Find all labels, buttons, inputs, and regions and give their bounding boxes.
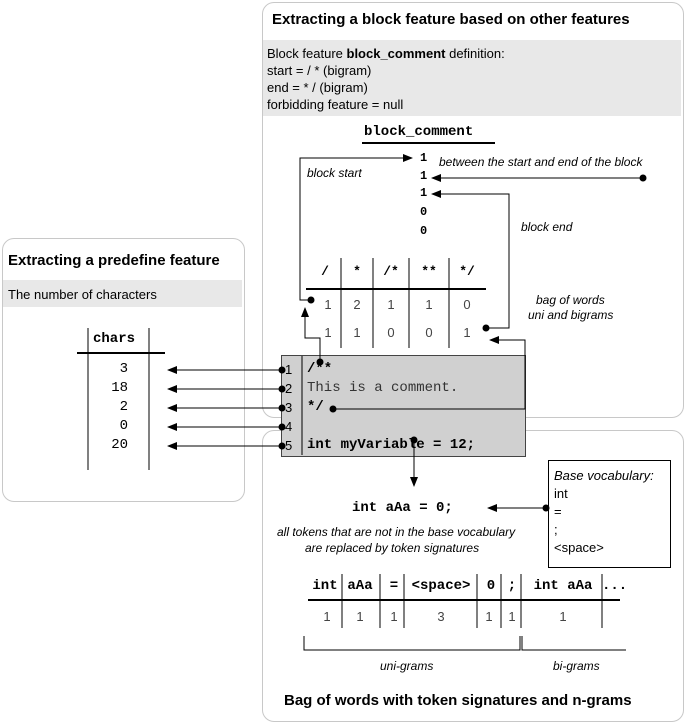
predefined-subtitle-band (3, 280, 242, 307)
line-number: 1 (285, 362, 293, 377)
block-comment-value: 0 (420, 224, 428, 238)
chars-value: 18 (111, 380, 128, 396)
between-label: between the start and end of the block (439, 155, 643, 169)
bag-cell: 0 (387, 325, 395, 340)
bag-header-cell: */ (459, 264, 475, 279)
block-comment-value: 1 (420, 151, 428, 165)
block-start-label: block start (307, 166, 362, 180)
bag-cell: 1 (387, 297, 395, 312)
bi-grams-label: bi-grams (553, 659, 600, 673)
code-line: This is a comment. (307, 380, 459, 396)
uni-grams-label: uni-grams (380, 659, 434, 673)
chars-value: 3 (119, 361, 128, 377)
chars-value: 20 (111, 437, 128, 453)
bag-cell: 1 (324, 297, 332, 312)
bag-header-cell: ** (421, 264, 437, 279)
ngram-header-cell: ; (507, 578, 517, 594)
bag-header-cell: / (321, 264, 329, 279)
vocab-item: = (554, 504, 562, 519)
line-number: 3 (285, 400, 293, 415)
ngram-header-cell: aAa (347, 578, 373, 594)
bag-cell: 1 (463, 325, 471, 340)
ngram-header-cell: <space> (411, 578, 471, 594)
ngram-value: 1 (485, 609, 493, 624)
definition-line: Block feature block_comment definition: (267, 46, 505, 61)
definition-suffix: definition: (445, 46, 505, 61)
signature-note-1: all tokens that are not in the base voca… (277, 525, 516, 539)
vocab-item: <space> (554, 540, 604, 555)
chars-value: 2 (119, 399, 128, 415)
code-line: int myVariable = 12; (307, 437, 476, 453)
source-code-box (281, 355, 526, 457)
bag-label-line1: bag of words (536, 293, 605, 307)
line-number: 5 (285, 438, 293, 453)
vocab-title: Base vocabulary: (554, 468, 654, 483)
block-comment-value: 1 (420, 169, 428, 183)
bag-header-cell: /* (383, 264, 399, 279)
signature-line: int aAa = 0; (352, 500, 453, 516)
signature-note-2: are replaced by token signatures (305, 541, 480, 555)
block-comment-value: 1 (420, 186, 428, 200)
ngram-value: 1 (559, 609, 567, 624)
bag-cell: 0 (463, 297, 471, 312)
vocab-item: ; (554, 522, 558, 537)
block-end-label: block end (521, 220, 573, 234)
bag-header-cell: * (353, 264, 361, 279)
forbid-definition: forbidding feature = null (267, 97, 404, 112)
line-number: 2 (285, 381, 293, 396)
ngram-header-cell: int aAa (533, 578, 593, 594)
bag-cell: 1 (324, 325, 332, 340)
block-comment-value: 0 (420, 205, 428, 219)
ngram-value: 1 (356, 609, 364, 624)
chars-value: 0 (119, 418, 128, 434)
ngram-value: 1 (323, 609, 331, 624)
ngram-header-cell: = (389, 578, 399, 594)
base-vocabulary-box: Base vocabulary: int = ; <space> (548, 460, 671, 568)
bag-cell: 0 (425, 325, 433, 340)
ngram-value: 1 (390, 609, 398, 624)
ngram-header-cell: 0 (486, 578, 496, 594)
bag-cell: 2 (353, 297, 361, 312)
ngram-header-cell: int (312, 578, 338, 594)
block-feature-title: Extracting a block feature based on othe… (272, 11, 630, 28)
line-number: 4 (285, 419, 293, 434)
bag-cell: 1 (425, 297, 433, 312)
bag-label-line2: uni and bigrams (528, 308, 614, 322)
chars-header: chars (93, 331, 136, 347)
start-definition: start = / * (bigram) (267, 63, 372, 78)
token-signature-title: Bag of words with token signatures and n… (284, 692, 632, 709)
ngram-value: 3 (437, 609, 445, 624)
predefined-feature-title: Extracting a predefine feature (8, 252, 220, 269)
definition-prefix: Block feature (267, 46, 347, 61)
code-line: /** (307, 361, 333, 377)
predefined-feature-subtitle: The number of characters (8, 287, 157, 302)
bag-cell: 1 (353, 325, 361, 340)
definition-name: block_comment (346, 46, 446, 61)
ngram-value: 1 (508, 609, 516, 624)
definition-band (263, 40, 681, 116)
vocab-item: int (554, 486, 568, 501)
code-line: */ (307, 399, 324, 415)
block-comment-header: block_comment (364, 124, 474, 140)
end-definition: end = * / (bigram) (267, 80, 368, 95)
